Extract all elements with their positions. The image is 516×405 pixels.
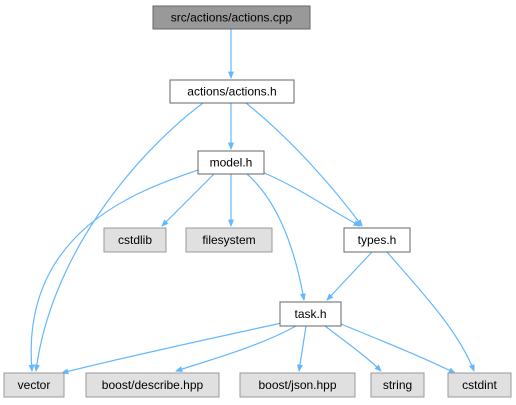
- node-box: [279, 301, 342, 327]
- edge-model-h-to-task-h: [246, 173, 304, 300]
- node-label: cstdlib: [118, 233, 152, 247]
- node-cstdlib: cstdlib: [103, 227, 167, 253]
- node-model-h[interactable]: model.h: [197, 150, 265, 175]
- node-box: [239, 372, 356, 398]
- node-cstdint: cstdint: [447, 372, 512, 398]
- node-label: src/actions/actions.cpp: [171, 11, 293, 25]
- node-label: actions/actions.h: [187, 85, 276, 99]
- node-box: [103, 227, 167, 253]
- node-box: [152, 5, 311, 30]
- node-actions-cpp[interactable]: src/actions/actions.cpp: [152, 5, 311, 30]
- node-types-h[interactable]: types.h: [343, 227, 411, 253]
- node-label: model.h: [210, 156, 253, 170]
- node-box: [185, 227, 273, 253]
- node-label: boost/json.hpp: [258, 378, 336, 392]
- node-label: filesystem: [202, 233, 255, 247]
- node-box: [85, 372, 220, 398]
- edge-actions-h-to-vector: [36, 102, 204, 371]
- edge-task-h-to-cstdint: [335, 321, 455, 374]
- node-label: string: [383, 378, 412, 392]
- node-label: boost/describe.hpp: [102, 378, 204, 392]
- node-label: vector: [18, 378, 51, 392]
- node-box: [3, 372, 65, 398]
- edge-task-h-to-string: [324, 325, 381, 371]
- edge-actions-h-to-types-h: [245, 102, 362, 226]
- node-box: [447, 372, 512, 398]
- node-box: [197, 150, 265, 175]
- node-box: [169, 79, 295, 104]
- edge-model-h-to-types-h: [261, 171, 360, 226]
- edge-model-h-to-cstdlib: [162, 173, 215, 226]
- edges-layer: [31, 29, 475, 374]
- edge-task-h-to-boost-describe: [176, 325, 297, 371]
- node-filesystem: filesystem: [185, 227, 273, 253]
- node-box: [343, 227, 411, 253]
- edge-types-h-to-cstdint: [386, 251, 475, 371]
- nodes-layer: src/actions/actions.cpp actions/actions.h…: [3, 5, 512, 398]
- node-label: cstdint: [462, 378, 497, 392]
- node-boost-json: boost/json.hpp: [239, 372, 356, 398]
- node-boost-describe: boost/describe.hpp: [85, 372, 220, 398]
- node-box: [370, 372, 425, 398]
- node-actions-h[interactable]: actions/actions.h: [169, 79, 295, 104]
- node-task-h[interactable]: task.h: [279, 301, 342, 327]
- node-string: string: [370, 372, 425, 398]
- edge-task-h-to-boost-json: [299, 325, 307, 371]
- node-vector: vector: [3, 372, 65, 398]
- node-label: types.h: [358, 233, 397, 247]
- edge-types-h-to-task-h: [327, 251, 373, 300]
- node-label: task.h: [294, 307, 326, 321]
- edge-model-h-to-vector: [31, 169, 199, 371]
- edge-task-h-to-vector: [62, 321, 287, 373]
